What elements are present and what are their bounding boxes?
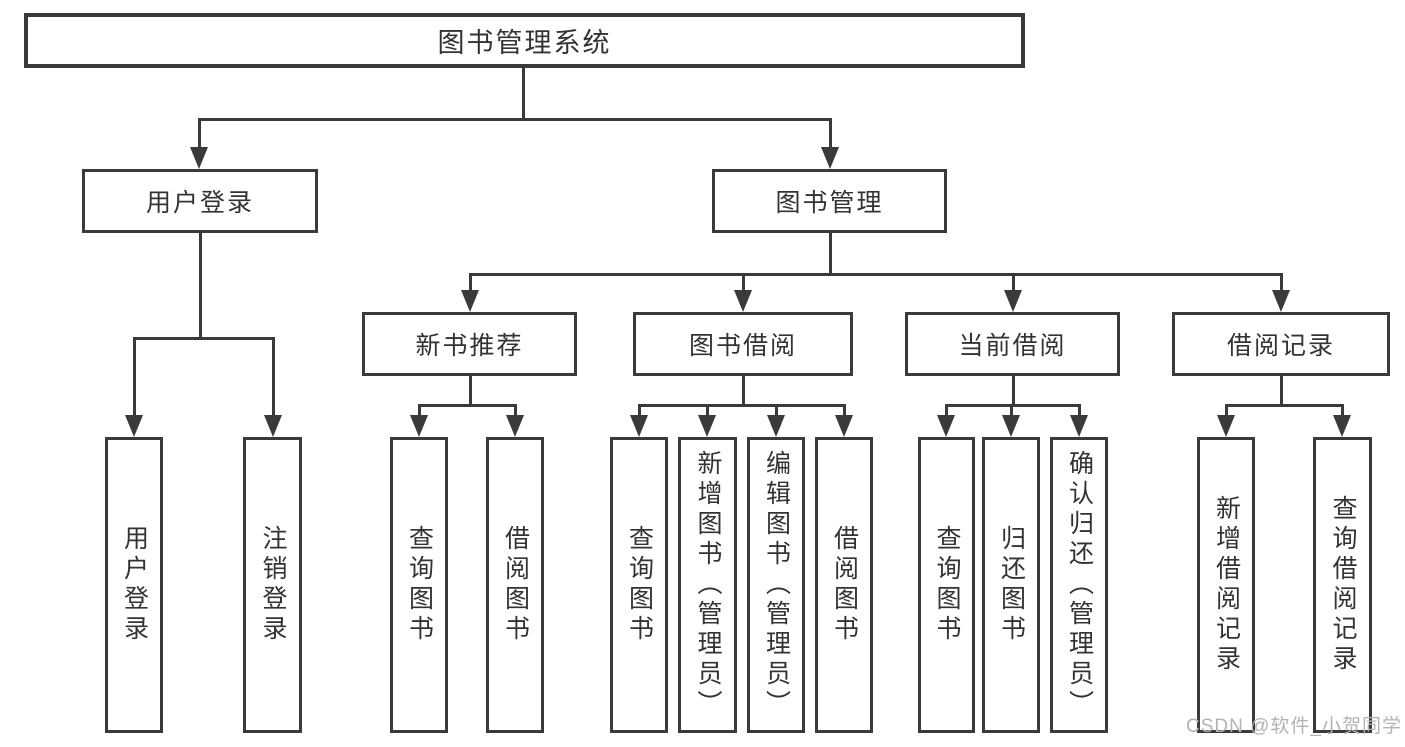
connector-line [418,404,421,417]
node-leaf-query-books-borrowing: 查询图书 [610,437,668,733]
arrowhead-down-icon [767,415,785,437]
node-leaf-user-login: 用户登录 [105,437,163,733]
connector-line [1012,273,1015,292]
connector-line [1225,404,1344,407]
node-leaf-borrow-books: 借阅图书 [815,437,873,733]
arrowhead-down-icon [937,415,955,437]
arrowhead-down-icon [630,415,648,437]
arrowhead-down-icon [506,415,524,437]
node-label-leaf-logout: 注销登录 [259,525,287,645]
node-label-leaf-edit-books-admin: 编辑图书（管理员） [762,450,791,720]
node-label-book-borrowing: 图书借阅 [688,332,797,360]
arrowhead-down-icon [698,415,716,437]
arrowhead-down-icon [410,415,428,437]
node-leaf-return-books: 归还图书 [982,437,1040,733]
connector-line [1341,404,1344,417]
connector-line [1010,404,1013,417]
node-label-leaf-user-login: 用户登录 [120,525,149,645]
connector-line [1012,375,1015,406]
connector-line [272,337,275,417]
node-book-borrowing: 图书借阅 [633,312,853,376]
node-leaf-query-borrow-record: 查询借阅记录 [1313,437,1372,733]
connector-line [133,337,136,417]
node-leaf-logout: 注销登录 [243,437,302,733]
connector-line [522,67,525,120]
connector-line [469,273,1283,276]
node-label-leaf-confirm-return-admin: 确认归还（管理员） [1065,450,1094,720]
arrowhead-down-icon [1070,415,1088,437]
node-label-system-root: 图书管理系统 [437,28,612,58]
arrowhead-down-icon [1272,290,1290,312]
node-label-book-management-module: 图书管理 [775,189,884,217]
node-label-current-borrowing: 当前借阅 [958,332,1067,360]
connector-line [638,404,846,407]
connector-line [945,404,948,417]
node-label-leaf-query-borrow-record: 查询借阅记录 [1329,495,1357,675]
connector-line [638,404,641,417]
arrowhead-down-icon [1004,290,1022,312]
connector-line [469,375,472,406]
node-leaf-add-books-admin: 新增图书（管理员） [678,437,737,733]
connector-line [1225,404,1228,417]
connector-line [829,232,832,275]
watermark: CSDN @软件_小贺同学 [1186,716,1402,737]
arrowhead-down-icon [264,415,282,437]
node-leaf-confirm-return-admin: 确认归还（管理员） [1050,437,1108,733]
connector-line [199,232,202,339]
connector-line [133,337,275,340]
node-label-leaf-add-borrow-record: 新增借阅记录 [1212,495,1241,675]
connector-line [514,404,517,417]
node-label-leaf-borrow-books: 借阅图书 [830,525,859,645]
node-label-leaf-add-books-admin: 新增图书（管理员） [694,450,722,720]
arrowhead-down-icon [835,415,853,437]
connector-line [1280,273,1283,292]
arrowhead-down-icon [190,147,208,169]
node-label-leaf-query-books-recommend: 查询图书 [405,525,434,645]
connector-line [945,404,1081,407]
arrowhead-down-icon [125,415,143,437]
node-label-leaf-query-books-borrowing: 查询图书 [625,525,654,645]
node-label-leaf-query-books-current: 查询图书 [933,525,961,645]
connector-line [1078,404,1081,417]
connector-line [706,404,709,417]
arrowhead-down-icon [734,290,752,312]
connector-line [742,273,745,292]
node-leaf-borrow-books-recommend: 借阅图书 [486,437,544,733]
arrowhead-down-icon [1333,415,1351,437]
connector-line [198,118,832,121]
connector-line [418,404,517,407]
connector-line [742,375,745,406]
node-new-book-recommend: 新书推荐 [362,312,577,376]
connector-line [843,404,846,417]
node-system-root: 图书管理系统 [24,13,1025,68]
connector-line [198,118,201,149]
node-borrowing-records: 借阅记录 [1172,312,1390,376]
arrowhead-down-icon [461,290,479,312]
node-user-login-module: 用户登录 [82,169,318,233]
node-book-management-module: 图书管理 [712,169,947,233]
arrowhead-down-icon [1217,415,1235,437]
connector-line [775,404,778,417]
node-label-user-login-module: 用户登录 [145,189,254,217]
node-current-borrowing: 当前借阅 [905,312,1120,376]
node-leaf-query-books-current: 查询图书 [918,437,975,733]
connector-line [469,273,472,292]
node-leaf-edit-books-admin: 编辑图书（管理员） [747,437,805,733]
node-leaf-query-books-recommend: 查询图书 [390,437,448,733]
node-label-borrowing-records: 借阅记录 [1226,332,1335,360]
connector-line [1280,375,1283,406]
arrowhead-down-icon [821,147,839,169]
node-leaf-add-borrow-record: 新增借阅记录 [1197,437,1255,733]
arrowhead-down-icon [1002,415,1020,437]
node-label-leaf-borrow-books-recommend: 借阅图书 [501,525,530,645]
connector-line [829,118,832,149]
node-label-leaf-return-books: 归还图书 [997,525,1026,645]
node-label-new-book-recommend: 新书推荐 [415,332,524,360]
